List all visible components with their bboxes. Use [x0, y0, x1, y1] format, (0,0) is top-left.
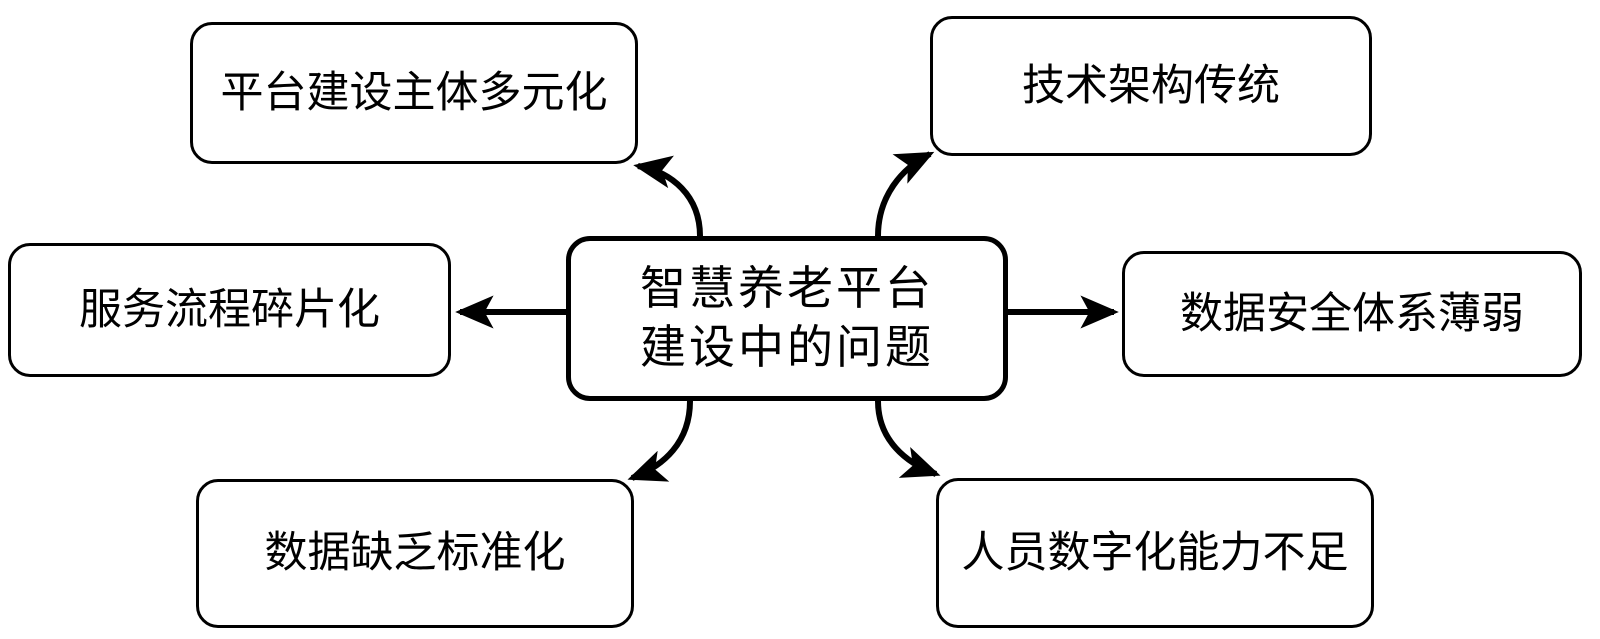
node-label: 数据缺乏标准化	[264, 529, 566, 578]
connector-to-top-left	[633, 155, 703, 237]
connector-to-top-right	[875, 151, 935, 237]
node-fragmented-service-process[interactable]: 服务流程碎片化	[8, 243, 451, 377]
node-traditional-tech-architecture[interactable]: 技术架构传统	[930, 16, 1372, 156]
node-label: 人员数字化能力不足	[961, 528, 1349, 577]
connector-to-bottom-left	[627, 400, 693, 482]
center-node-label: 智慧养老平台 建设中的问题	[640, 262, 934, 373]
node-weak-data-security[interactable]: 数据安全体系薄弱	[1122, 251, 1582, 377]
node-insufficient-staff-digital-capability[interactable]: 人员数字化能力不足	[936, 478, 1374, 628]
node-label: 技术架构传统	[1022, 61, 1280, 110]
connector-to-bottom-right	[875, 400, 941, 478]
node-label: 服务流程碎片化	[79, 285, 380, 334]
node-center-smart-elderly-care-platform-problems[interactable]: 智慧养老平台 建设中的问题	[566, 236, 1008, 401]
node-label: 数据安全体系薄弱	[1180, 289, 1524, 338]
node-lack-of-data-standardization[interactable]: 数据缺乏标准化	[196, 479, 634, 628]
node-platform-construction-diversity[interactable]: 平台建设主体多元化	[190, 22, 638, 164]
node-label: 平台建设主体多元化	[220, 68, 608, 117]
